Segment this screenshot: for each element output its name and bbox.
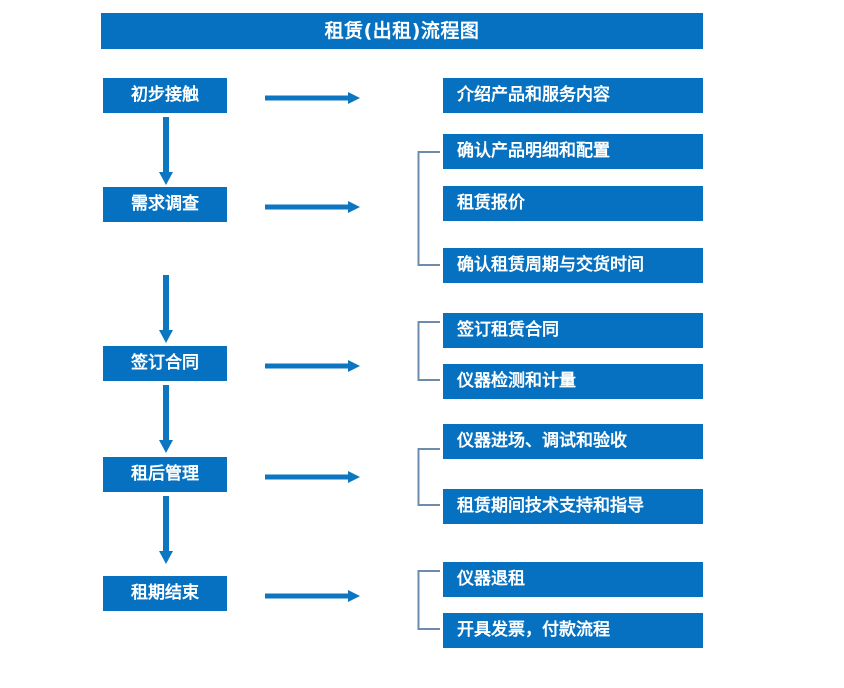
detail-box-5-2-label: 开具发票，付款流程: [457, 620, 610, 640]
flow-arrow-down-3: [157, 496, 175, 564]
detail-box-3-2-label: 仪器检测和计量: [457, 371, 576, 391]
detail-box-3-1-label: 签订租赁合同: [457, 320, 559, 340]
group-bracket-2: [417, 321, 441, 381]
flow-arrow-right-0: [265, 88, 360, 108]
stage-box-4-label: 租后管理: [131, 464, 199, 484]
detail-box-1-1[interactable]: 介绍产品和服务内容: [443, 78, 703, 113]
page-title: 租赁(出租)流程图: [324, 19, 480, 42]
stage-box-1[interactable]: 初步接触: [103, 78, 227, 113]
flow-arrow-down-0: [157, 117, 175, 185]
stage-box-2[interactable]: 需求调查: [103, 187, 227, 222]
stage-box-1-label: 初步接触: [131, 85, 199, 105]
chart-title-banner: 租赁(出租)流程图: [101, 13, 703, 49]
stage-box-5-label: 租期结束: [131, 583, 199, 603]
stage-box-3[interactable]: 签订合同: [103, 346, 227, 381]
detail-box-1-1-label: 介绍产品和服务内容: [457, 85, 610, 105]
stage-box-2-label: 需求调查: [131, 194, 199, 214]
flow-arrow-right-2: [265, 356, 360, 376]
flow-arrow-down-1: [157, 275, 175, 343]
detail-box-4-2-label: 租赁期间技术支持和指导: [457, 496, 644, 516]
flow-arrow-right-1: [265, 197, 360, 217]
detail-box-3-2[interactable]: 仪器检测和计量: [443, 364, 703, 399]
flow-arrow-down-2: [157, 385, 175, 453]
detail-box-4-2[interactable]: 租赁期间技术支持和指导: [443, 489, 703, 524]
detail-box-2-3-label: 确认租赁周期与交货时间: [457, 255, 644, 275]
detail-box-3-1[interactable]: 签订租赁合同: [443, 313, 703, 348]
detail-box-2-1[interactable]: 确认产品明细和配置: [443, 134, 703, 169]
detail-box-2-2[interactable]: 租赁报价: [443, 186, 703, 221]
flow-arrow-right-4: [265, 586, 360, 606]
detail-box-2-3[interactable]: 确认租赁周期与交货时间: [443, 248, 703, 283]
detail-box-4-1-label: 仪器进场、调试和验收: [457, 431, 627, 451]
detail-box-2-1-label: 确认产品明细和配置: [457, 141, 610, 161]
group-bracket-3: [417, 448, 441, 506]
stage-box-5[interactable]: 租期结束: [103, 576, 227, 611]
detail-box-5-1-label: 仪器退租: [457, 569, 525, 589]
detail-box-5-2[interactable]: 开具发票，付款流程: [443, 613, 703, 648]
detail-box-5-1[interactable]: 仪器退租: [443, 562, 703, 597]
group-bracket-1: [417, 151, 441, 266]
group-bracket-4: [417, 570, 441, 630]
stage-box-4[interactable]: 租后管理: [103, 457, 227, 492]
flow-arrow-right-3: [265, 467, 360, 487]
detail-box-2-2-label: 租赁报价: [457, 193, 525, 213]
detail-box-4-1[interactable]: 仪器进场、调试和验收: [443, 424, 703, 459]
stage-box-3-label: 签订合同: [131, 353, 199, 373]
